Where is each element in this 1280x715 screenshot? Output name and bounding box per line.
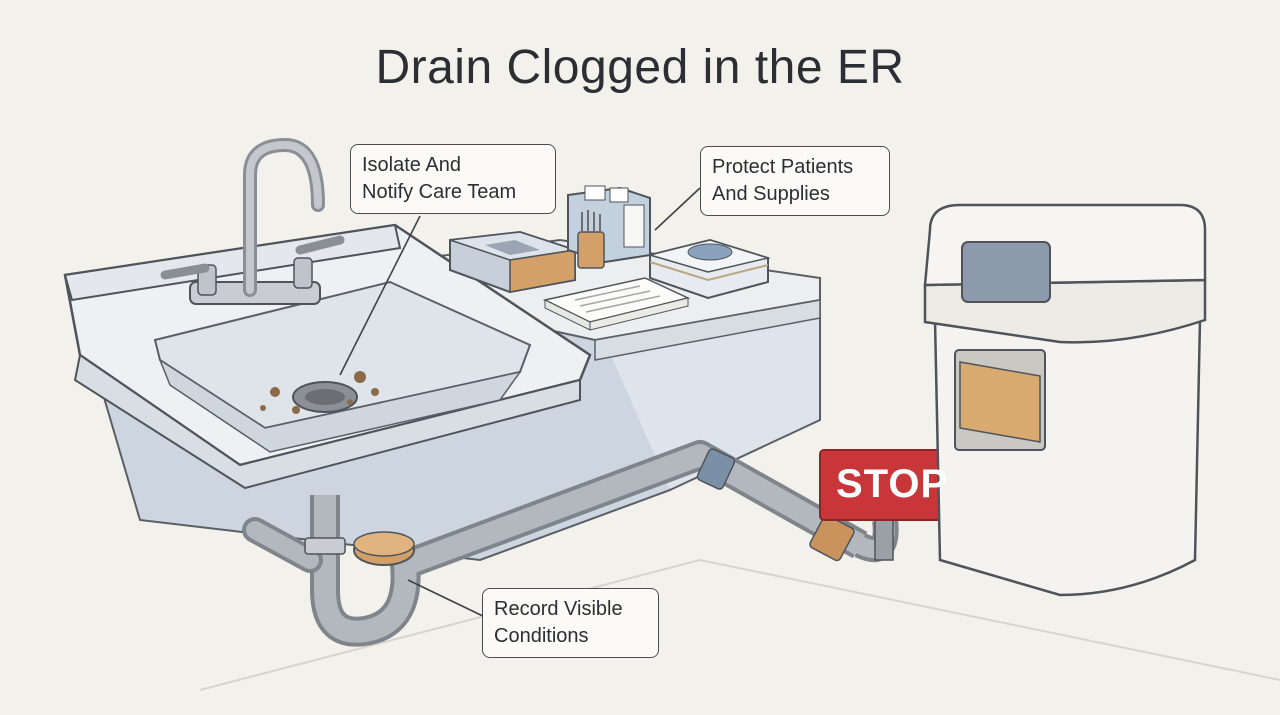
clogged-drain-icon: [260, 371, 379, 414]
waste-bin-icon: [923, 203, 1207, 597]
faucet-icon: [160, 137, 345, 305]
tissue-box-icon: [449, 230, 576, 294]
callout-isolate: Isolate And Notify Care Team: [350, 144, 556, 214]
stop-sign-text: STOP: [836, 462, 949, 506]
callout-record: Record Visible Conditions: [482, 588, 659, 658]
supply-tray-icon: [647, 238, 771, 300]
callout-leaders: [339, 187, 701, 619]
document-stack-icon: [542, 277, 691, 331]
floor-line: [199, 558, 1280, 691]
page-title: Drain Clogged in the ER: [375, 41, 905, 94]
supply-caddy-icon: [567, 185, 651, 269]
callout-protect: Protect Patients And Supplies: [700, 146, 890, 216]
